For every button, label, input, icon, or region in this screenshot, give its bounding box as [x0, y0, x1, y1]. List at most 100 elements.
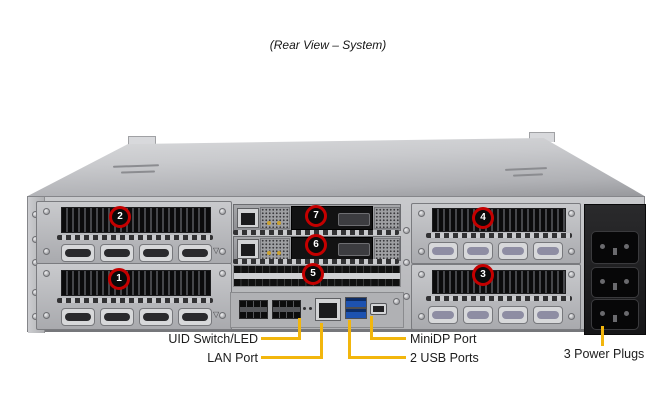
callout-2-badge: 2	[109, 206, 131, 228]
warning-triangle-icon: ▽	[213, 246, 220, 255]
qsfp-port	[338, 243, 370, 256]
screw-icon	[43, 312, 50, 319]
led-icon	[277, 251, 281, 255]
screw-icon	[393, 298, 400, 305]
led-icon	[267, 251, 271, 255]
screw-icon	[43, 248, 50, 255]
perforated-strip	[426, 233, 572, 238]
expansion-bay-2: ▽	[36, 201, 232, 264]
io-port	[100, 244, 134, 262]
screw-icon	[418, 248, 425, 255]
ethernet-port	[237, 239, 259, 259]
socket-pin	[600, 244, 605, 249]
io-port	[533, 306, 563, 324]
screw-icon	[403, 293, 410, 300]
socket-pin	[613, 315, 617, 322]
minidp-port	[370, 303, 387, 315]
expansion-bay-3	[411, 264, 581, 330]
screw-icon	[568, 271, 575, 278]
io-port	[463, 242, 493, 260]
perforated-strip	[426, 296, 572, 301]
socket-pin	[624, 311, 629, 316]
lid-tab-right	[529, 132, 555, 142]
io-port	[139, 308, 173, 326]
lan-port	[315, 298, 341, 321]
socket-pin	[613, 248, 617, 255]
socket-pin	[600, 279, 605, 284]
uid-switch-led-label: UID Switch/LED	[168, 332, 258, 346]
io-port	[178, 244, 212, 262]
power-connector-block	[239, 300, 268, 319]
screw-icon	[418, 313, 425, 320]
minidp-port-label: MiniDP Port	[410, 332, 477, 346]
uid-callout-line	[298, 318, 301, 340]
callout-4-badge: 4	[472, 207, 494, 229]
vent-grille	[61, 207, 211, 233]
warning-triangle-icon: ▽	[213, 310, 220, 319]
callout-3-badge: 3	[472, 264, 494, 286]
io-port	[428, 306, 458, 324]
port-row	[428, 242, 563, 260]
screw-icon	[43, 270, 50, 277]
perforated-strip	[233, 230, 399, 235]
usb-port	[345, 297, 367, 308]
io-port	[61, 244, 95, 262]
sfp-cage	[374, 238, 400, 260]
module-faceplate	[291, 237, 373, 260]
callout-6-badge: 6	[305, 234, 327, 256]
power-connector-block	[272, 300, 301, 319]
screw-icon	[568, 248, 575, 255]
power-callout-line	[601, 326, 604, 346]
vent-grille	[432, 208, 566, 232]
qsfp-port	[338, 213, 370, 226]
perforated-strip	[57, 298, 213, 303]
expansion-bay-4	[411, 203, 581, 264]
io-port	[428, 242, 458, 260]
sfp-cage	[260, 207, 290, 229]
io-port	[100, 308, 134, 326]
port-row	[61, 308, 212, 326]
screw-icon	[219, 248, 226, 255]
perforated-strip	[233, 259, 399, 264]
sfp-cage	[260, 238, 290, 260]
usb-ports-label: 2 USB Ports	[410, 351, 479, 365]
rear-panel: ▽ ▽	[27, 196, 646, 335]
lan-callout-line	[261, 356, 323, 359]
perforated-strip	[57, 235, 213, 240]
io-port	[178, 308, 212, 326]
io-port	[498, 242, 528, 260]
socket-pin	[600, 311, 605, 316]
screw-icon	[219, 208, 226, 215]
callout-5-badge: 5	[302, 263, 324, 285]
vent-grille	[61, 270, 211, 296]
uid-callout-line	[261, 337, 301, 340]
socket-pin	[624, 279, 629, 284]
expansion-bay-1: ▽	[36, 263, 232, 330]
socket-pin	[624, 244, 629, 249]
screw-icon	[219, 270, 226, 277]
page-title: (Rear View – System)	[269, 38, 387, 52]
minidp-callout-line	[370, 337, 406, 340]
lid-tab-left	[128, 136, 156, 146]
module-faceplate	[291, 206, 373, 230]
vent-grille	[432, 270, 566, 294]
socket-pin	[613, 283, 617, 290]
power-socket	[591, 267, 639, 298]
io-port	[463, 306, 493, 324]
usb-callout-line	[348, 356, 406, 359]
screw-icon	[43, 208, 50, 215]
io-panel	[230, 292, 404, 328]
sfp-cage	[374, 207, 400, 229]
led-icon	[267, 221, 271, 225]
screw-icon	[568, 210, 575, 217]
io-port	[139, 244, 173, 262]
port-row	[61, 244, 212, 262]
led-icon	[277, 221, 281, 225]
lan-port-label: LAN Port	[207, 351, 258, 365]
callout-1-badge: 1	[108, 268, 130, 290]
power-socket	[591, 299, 639, 330]
screw-icon	[403, 227, 410, 234]
ethernet-port	[237, 208, 259, 228]
screw-icon	[418, 271, 425, 278]
